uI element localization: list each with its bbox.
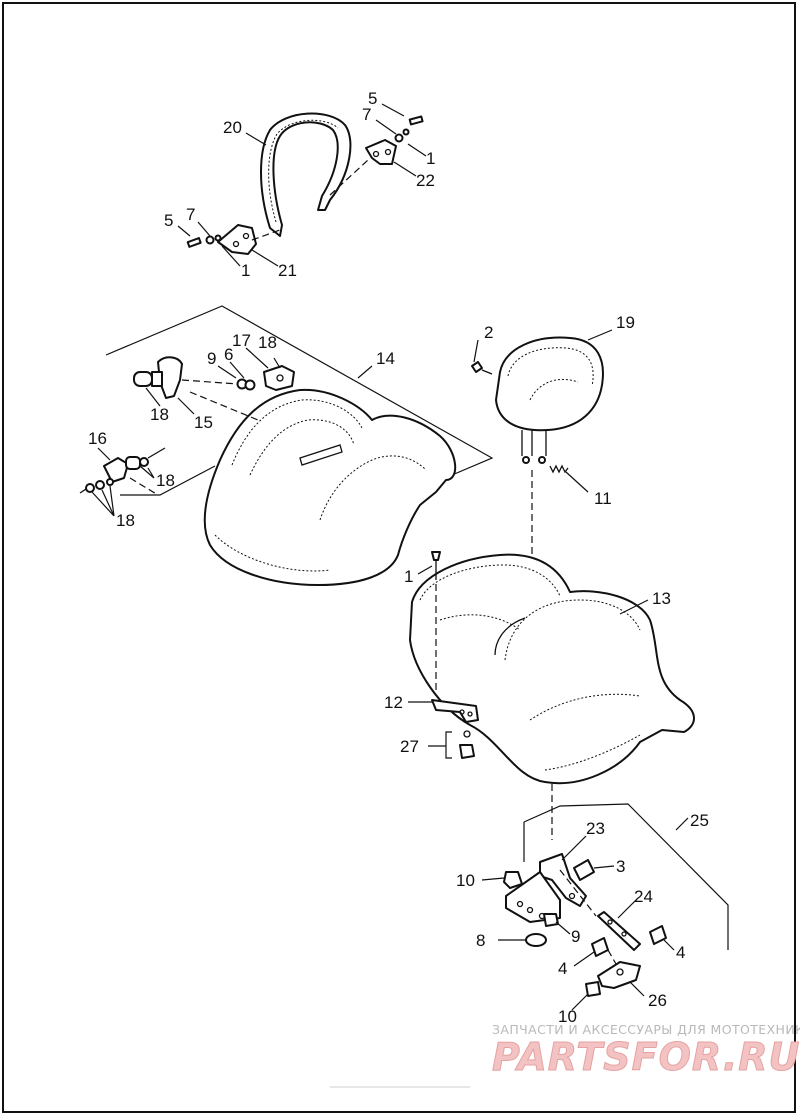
callout-11: 11 [594,489,612,508]
callout-4-right: 4 [676,943,685,962]
callout-10-upper: 10 [456,871,475,890]
callout-18-mid: 18 [150,405,169,424]
callout-27: 27 [400,737,419,756]
passenger-backrest-part-14 [203,388,457,586]
spacer-washers-9-6-17 [236,365,295,391]
nut-part-9-lower [543,913,559,927]
callout-1-left: 1 [241,261,250,280]
strap-part-24 [597,911,641,951]
bracket-part-23 [505,853,587,923]
assembly-bracket-line-14 [105,305,494,479]
callout-3: 3 [616,857,625,876]
callout-25: 25 [690,811,709,830]
assembly-bracket-lower [120,465,216,496]
watermark: ЗАПЧАСТИ И АКСЕССУАРЫ ДЛЯ МОТОТЕХНИКИ PA… [492,1022,800,1080]
callout-4-left: 4 [558,959,567,978]
callout-13: 13 [652,589,671,608]
callout-10-lower: 10 [558,1007,577,1026]
callout-23: 23 [586,819,605,838]
callout-7-upper: 7 [362,105,371,124]
screw-part-2 [471,361,493,375]
hardware-screws-washers-upper [186,115,424,248]
seat-part-13 [409,553,695,785]
headrest-part-19 [495,336,604,464]
callout-21: 21 [278,261,297,280]
watermark-brand: PARTSFOR.RU [492,1035,800,1079]
screw-part-1-middle [431,551,441,580]
callout-18-top: 18 [258,333,277,352]
bolt-part-4-right [649,925,667,945]
callout-5-left: 5 [164,211,173,230]
callout-labels: 20 5 7 1 22 5 7 1 21 2 19 17 18 9 6 14 1… [88,89,709,1026]
screw-part-3 [573,859,595,881]
bracket-part-26 [597,961,641,989]
callout-5-upper: 5 [368,89,377,108]
nut-part-10-lower [585,981,601,997]
callout-24: 24 [634,887,653,906]
callout-7-left: 7 [186,205,195,224]
callout-8: 8 [476,931,485,950]
adjust-knob-part-15 [151,356,183,399]
callout-18-bottom: 18 [116,511,135,530]
callout-12: 12 [384,693,403,712]
callout-16: 16 [88,429,107,448]
nut-part-10-upper [503,871,523,889]
callout-2: 2 [484,323,493,342]
bracket-part-12 [431,699,479,723]
callout-9-upper: 9 [207,349,216,368]
callout-18-right: 18 [156,471,175,490]
callout-19: 19 [616,313,635,332]
callout-15: 15 [194,413,213,432]
callout-26: 26 [648,991,667,1010]
assembly-bracket-line-25 [523,803,729,950]
watermark-caption: ЗАПЧАСТИ И АКСЕССУАРЫ ДЛЯ МОТОТЕХНИКИ [492,1022,800,1037]
spring-part-11 [549,464,569,474]
bushing-part-18-left [133,371,153,387]
nut-part-27 [459,730,475,759]
bolt-part-4-left [591,937,609,957]
callout-22: 22 [416,171,435,190]
callout-20: 20 [223,118,242,137]
bracket-part-21 [217,224,257,255]
callout-9-lower: 9 [571,927,580,946]
lock-assembly-part-16 [79,447,166,494]
callout-6: 6 [224,345,233,364]
callout-14: 14 [376,349,395,368]
callout-1-upper: 1 [426,149,435,168]
bracket-part-22 [365,139,397,165]
leader-lines [91,103,689,1011]
backrest-bar-part-20 [260,112,352,237]
callout-1-middle: 1 [404,567,413,586]
cap-part-8 [525,933,547,947]
callout-17: 17 [232,331,251,350]
